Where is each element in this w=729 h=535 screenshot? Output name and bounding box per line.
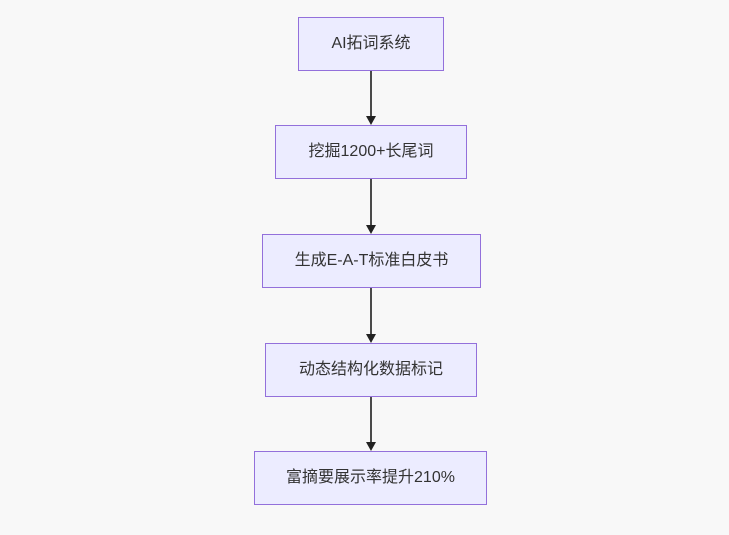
arrowhead-down-icon — [366, 116, 376, 125]
flowchart-node-rich-snippet-result: 富摘要展示率提升210% — [254, 451, 487, 505]
arrowhead-down-icon — [366, 334, 376, 343]
flowchart-node-eat-whitepaper: 生成E-A-T标准白皮书 — [262, 234, 481, 288]
arrowhead-down-icon — [366, 442, 376, 451]
flowchart-arrow — [366, 397, 376, 451]
flowchart-arrow — [366, 179, 376, 234]
arrow-line — [370, 179, 372, 225]
arrow-line — [370, 397, 372, 442]
node-label: 富摘要展示率提升210% — [286, 469, 455, 487]
arrow-line — [370, 288, 372, 334]
flowchart-node-ai-system: AI拓词系统 — [298, 17, 444, 71]
node-label: 挖掘1200+长尾词 — [308, 143, 434, 161]
flowchart-node-longtail-words: 挖掘1200+长尾词 — [275, 125, 467, 179]
node-label: 生成E-A-T标准白皮书 — [294, 252, 449, 270]
arrowhead-down-icon — [366, 225, 376, 234]
flowchart-arrow — [366, 71, 376, 125]
arrow-line — [370, 71, 372, 116]
node-label: 动态结构化数据标记 — [298, 361, 443, 379]
flowchart-arrow — [366, 288, 376, 343]
node-label: AI拓词系统 — [331, 35, 411, 53]
flowchart-node-structured-data: 动态结构化数据标记 — [265, 343, 477, 397]
